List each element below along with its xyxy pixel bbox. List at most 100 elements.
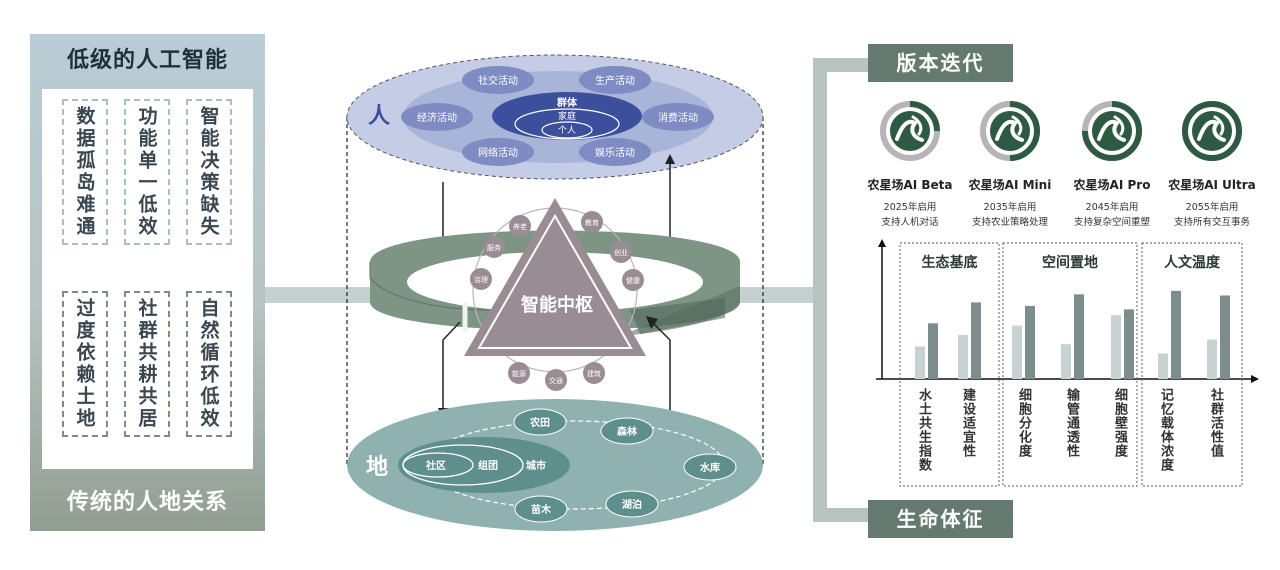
hub-node-label: 教育 (585, 218, 599, 227)
people-ring-label: 家庭 (558, 110, 576, 122)
hub-node-label: 建筑 (587, 369, 601, 378)
problem-box: 智能决策缺失 (186, 99, 232, 245)
problem-list: 数据孤岛难通 功能单一低效 智能决策缺失 过度依赖土地 社群共耕共居 自然循环低… (42, 89, 253, 469)
hub-label: 智能中枢 (521, 294, 593, 316)
version-year: 2025年启用 (883, 202, 937, 213)
version-name: 农星场AI Pro (1073, 178, 1151, 192)
problem-text: 自然循环低效 (197, 298, 220, 430)
version-card: 农星场AI Pro 2045年启用 支持复杂空间重塑 (1064, 176, 1160, 228)
problem-text: 过度依赖土地 (73, 298, 96, 430)
problem-box: 社群共耕共居 (124, 291, 170, 437)
people-ring-label: 群体 (557, 96, 578, 109)
hub-node: 教育 (581, 211, 603, 233)
indicator-label: 细胞壁强度 (1112, 388, 1127, 458)
problem-box: 数据孤岛难通 (62, 99, 108, 245)
bar-light (1061, 344, 1071, 379)
category-label: 生态基底 (921, 255, 978, 271)
land-label: 地 (366, 455, 388, 480)
bar-light (915, 346, 925, 379)
activity-label: 生产活动 (595, 74, 635, 87)
indicator-label: 建设适宜性 (960, 388, 975, 458)
version-icon (1082, 101, 1142, 161)
activity-node: 经济活动 (401, 103, 473, 131)
land-node: 森林 (600, 417, 654, 445)
version-year: 2055年启用 (1185, 202, 1239, 213)
activity-label: 社交活动 (478, 74, 518, 87)
land-node: 苗木 (514, 495, 568, 523)
traditional-panel: 低级的人工智能 数据孤岛难通 功能单一低效 智能决策缺失 过度依赖土地 社群共耕… (30, 34, 265, 531)
indicator-label: 输管通透性 (1064, 388, 1079, 458)
version-card: 农星场AI Mini 2035年启用 支持农业策略处理 (962, 176, 1058, 228)
problem-text: 数据孤岛难通 (73, 106, 96, 238)
version-name: 农星场AI Beta (867, 178, 953, 192)
traditional-relation-title: 传统的人地关系 (66, 490, 228, 515)
hub-node: 能源 (508, 362, 530, 384)
people-label: 人 (368, 104, 390, 129)
low-ai-title: 低级的人工智能 (66, 48, 228, 73)
land-ring-label: 城市 (526, 459, 546, 472)
version-name: 农星场AI Mini (968, 178, 1052, 192)
vital-signs-chart (876, 239, 1259, 487)
indicator-label: 记忆载体浓度 (1158, 388, 1173, 472)
activity-label: 消费活动 (658, 111, 698, 124)
version-icon (980, 101, 1040, 161)
indicator-label: 细胞分化度 (1016, 388, 1031, 458)
activity-label: 网络活动 (478, 146, 518, 159)
activity-label: 经济活动 (417, 111, 457, 124)
bar-dark (971, 302, 981, 379)
version-year: 2035年启用 (983, 202, 1037, 213)
land-node: 农田 (513, 408, 567, 436)
version-desc: 支持所有交互事务 (1173, 217, 1250, 228)
hub-node-label: 服务 (487, 243, 501, 252)
hub-node-label: 养老 (513, 222, 527, 231)
problem-box: 自然循环低效 (186, 291, 232, 437)
bar-dark (1025, 305, 1035, 379)
bar-dark (1220, 295, 1230, 379)
indicator-label: 社群活性值 (1208, 388, 1223, 458)
problem-box: 功能单一低效 (124, 99, 170, 245)
version-desc: 支持复杂空间重塑 (1073, 217, 1150, 228)
land-node-label: 水库 (699, 461, 720, 474)
version-name: 农星场AI Ultra (1168, 178, 1256, 192)
bar-dark (1124, 309, 1134, 379)
vital-signs-tag: 生命体征 (868, 500, 1013, 538)
hub-node-label: 创业 (614, 248, 628, 257)
hub-node: 建筑 (583, 362, 605, 384)
bar-dark (928, 323, 938, 379)
bar-light (1207, 339, 1217, 379)
people-ring-label: 个人 (558, 125, 576, 136)
hub-node: 治理 (470, 268, 492, 290)
land-ring-label: 组团 (478, 459, 498, 472)
land-node-label: 农田 (529, 416, 550, 429)
version-iteration-tag: 版本迭代 (868, 44, 1013, 82)
hub-node: 服务 (483, 236, 505, 258)
bar-dark (1171, 290, 1181, 379)
land-node-label: 苗木 (531, 503, 552, 516)
intelligence-hub-diagram: 群体 家庭 个人 社交活动 生产活动 经济活动 消费活动 网络活动 娱乐活动 人… (346, 54, 764, 531)
hub-node: 创业 (610, 241, 632, 263)
activity-label: 娱乐活动 (595, 146, 635, 159)
hub-node-label: 健康 (626, 276, 640, 285)
version-icon (1182, 101, 1242, 161)
version-desc: 支持人机对话 (881, 217, 939, 228)
bar-light (1158, 353, 1168, 379)
land-node: 湖泊 (605, 490, 659, 518)
version-card: 农星场AI Ultra 2055年启用 支持所有交互事务 (1164, 176, 1260, 228)
version-icons (880, 101, 1242, 161)
activity-node: 娱乐活动 (579, 138, 651, 166)
hub-node-label: 能源 (512, 369, 526, 378)
hub-node-label: 治理 (474, 275, 488, 284)
category-label: 空间置地 (1042, 255, 1098, 271)
right-connector-top (813, 58, 873, 72)
activity-node: 消费活动 (642, 103, 714, 131)
problem-text: 智能决策缺失 (197, 106, 220, 238)
version-desc: 支持农业策略处理 (971, 217, 1048, 228)
hub-triangle (464, 198, 646, 356)
category-label: 人文温度 (1164, 255, 1220, 271)
version-year: 2045年启用 (1085, 202, 1139, 213)
problem-text: 社群共耕共居 (135, 298, 158, 430)
indicator-label: 水土共生指数 (916, 388, 931, 472)
land-node: 水库 (683, 453, 737, 481)
bar-dark (1074, 294, 1084, 379)
bar-light (1111, 315, 1121, 379)
